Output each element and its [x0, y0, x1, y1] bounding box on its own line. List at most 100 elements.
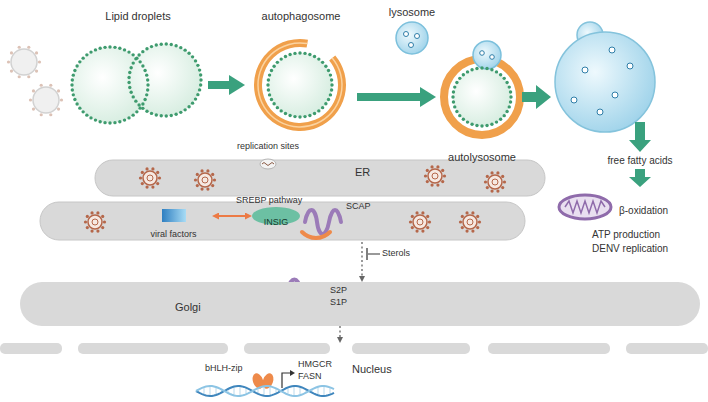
faded-virus [11, 49, 37, 75]
coat-dot [324, 64, 327, 67]
membrane-highlight [258, 43, 342, 127]
connector [361, 242, 362, 276]
virus-spike [436, 165, 439, 168]
virus-spike [40, 84, 43, 87]
virus-spike [141, 182, 144, 185]
coat-dot [293, 52, 296, 55]
coat-dot [113, 121, 116, 124]
process-arrow [629, 169, 651, 187]
virus-spike [158, 176, 161, 179]
virus-spike [478, 220, 481, 223]
dna-rung [318, 387, 319, 395]
coat-dot [145, 93, 148, 96]
coat-dot [98, 120, 101, 123]
insig-protein: INSIG [252, 207, 300, 225]
virus-spike [421, 211, 424, 214]
virus-spike [49, 84, 52, 87]
golgi-band: Golgi [20, 282, 700, 326]
coat-dot [94, 48, 97, 51]
virus-spike [415, 211, 418, 214]
replication-site [260, 159, 276, 169]
coat-dot [330, 78, 333, 81]
coat-dot [194, 59, 197, 62]
coat-dot [303, 52, 306, 55]
virus-spike [409, 220, 412, 223]
coat-dot [329, 73, 332, 76]
coat-dot [150, 112, 153, 115]
coat-dot [128, 86, 131, 89]
virus-spike [32, 108, 35, 111]
annotation-label: bHLH-zip [205, 363, 243, 373]
coat-dot [108, 45, 111, 48]
virus-spike [101, 215, 104, 218]
coat-dot [85, 113, 88, 116]
coat-dot [89, 116, 92, 119]
coat-dot [293, 115, 296, 118]
er-band [40, 202, 525, 240]
coat-dot [141, 102, 144, 105]
virus-spike [496, 171, 499, 174]
cristae [565, 201, 605, 213]
enzyme-dot [415, 34, 420, 39]
virus-envelope [488, 175, 502, 189]
coat-dot [70, 83, 73, 86]
coat-dot [199, 78, 202, 81]
coat-dot [453, 105, 456, 108]
dna-strand [196, 386, 334, 396]
annotation-label: DENV replication [592, 243, 668, 255]
connector [339, 326, 340, 337]
virus-spike [18, 75, 21, 78]
coat-dot [508, 85, 511, 88]
virus-core [202, 177, 208, 183]
coat-dot [279, 57, 282, 60]
coat-dot [509, 90, 512, 93]
virus-spike [206, 169, 209, 172]
dna-rung [210, 386, 211, 396]
coat-dot [199, 73, 202, 76]
virus-spike [490, 189, 493, 192]
virus-spike [430, 183, 433, 186]
virus-spike [35, 51, 38, 54]
virus-envelope [413, 215, 427, 229]
virus-spike [461, 215, 464, 218]
coat-dot [199, 83, 202, 86]
coat-dot [141, 64, 144, 67]
virus-particle [409, 211, 431, 232]
process-arrow [629, 122, 651, 152]
coat-dot [499, 118, 502, 121]
annotation-label: ATP production [592, 229, 660, 241]
coat-dot [480, 124, 483, 127]
enzyme-dot [597, 109, 603, 115]
virus-spike [156, 171, 159, 174]
virus-spike [200, 187, 203, 190]
virus-envelope [88, 215, 102, 229]
enzyme-dot [627, 63, 633, 69]
node-label: autolysosome [448, 151, 516, 164]
dna-helix [196, 386, 334, 396]
virus-envelope [143, 171, 157, 185]
lysosome: lysosome [380, 2, 444, 58]
node-label: autophagosome [262, 10, 341, 23]
coat-dot [288, 53, 291, 56]
coat-dot [78, 106, 81, 109]
coat-dot [145, 47, 148, 50]
coat-dot [330, 83, 333, 86]
coat-dot [187, 105, 190, 108]
lysosome-vesicle [396, 22, 428, 54]
virus-spike [60, 98, 63, 101]
coat-dot [198, 68, 201, 71]
coat-dot [73, 98, 76, 101]
mitochondrion-node: β-oxidation [557, 188, 702, 224]
virus-spike [40, 113, 43, 116]
virus-spike [426, 180, 429, 183]
dna-rung [270, 386, 271, 395]
virus-spike [443, 174, 446, 177]
coat-dot [329, 93, 332, 96]
coat-dot [267, 78, 270, 81]
virus-particle [424, 165, 446, 186]
virus-spike [90, 229, 93, 232]
virus-spike [461, 226, 464, 229]
virus-spike [471, 211, 474, 214]
coat-dot [138, 60, 141, 63]
coat-dot [75, 102, 78, 105]
